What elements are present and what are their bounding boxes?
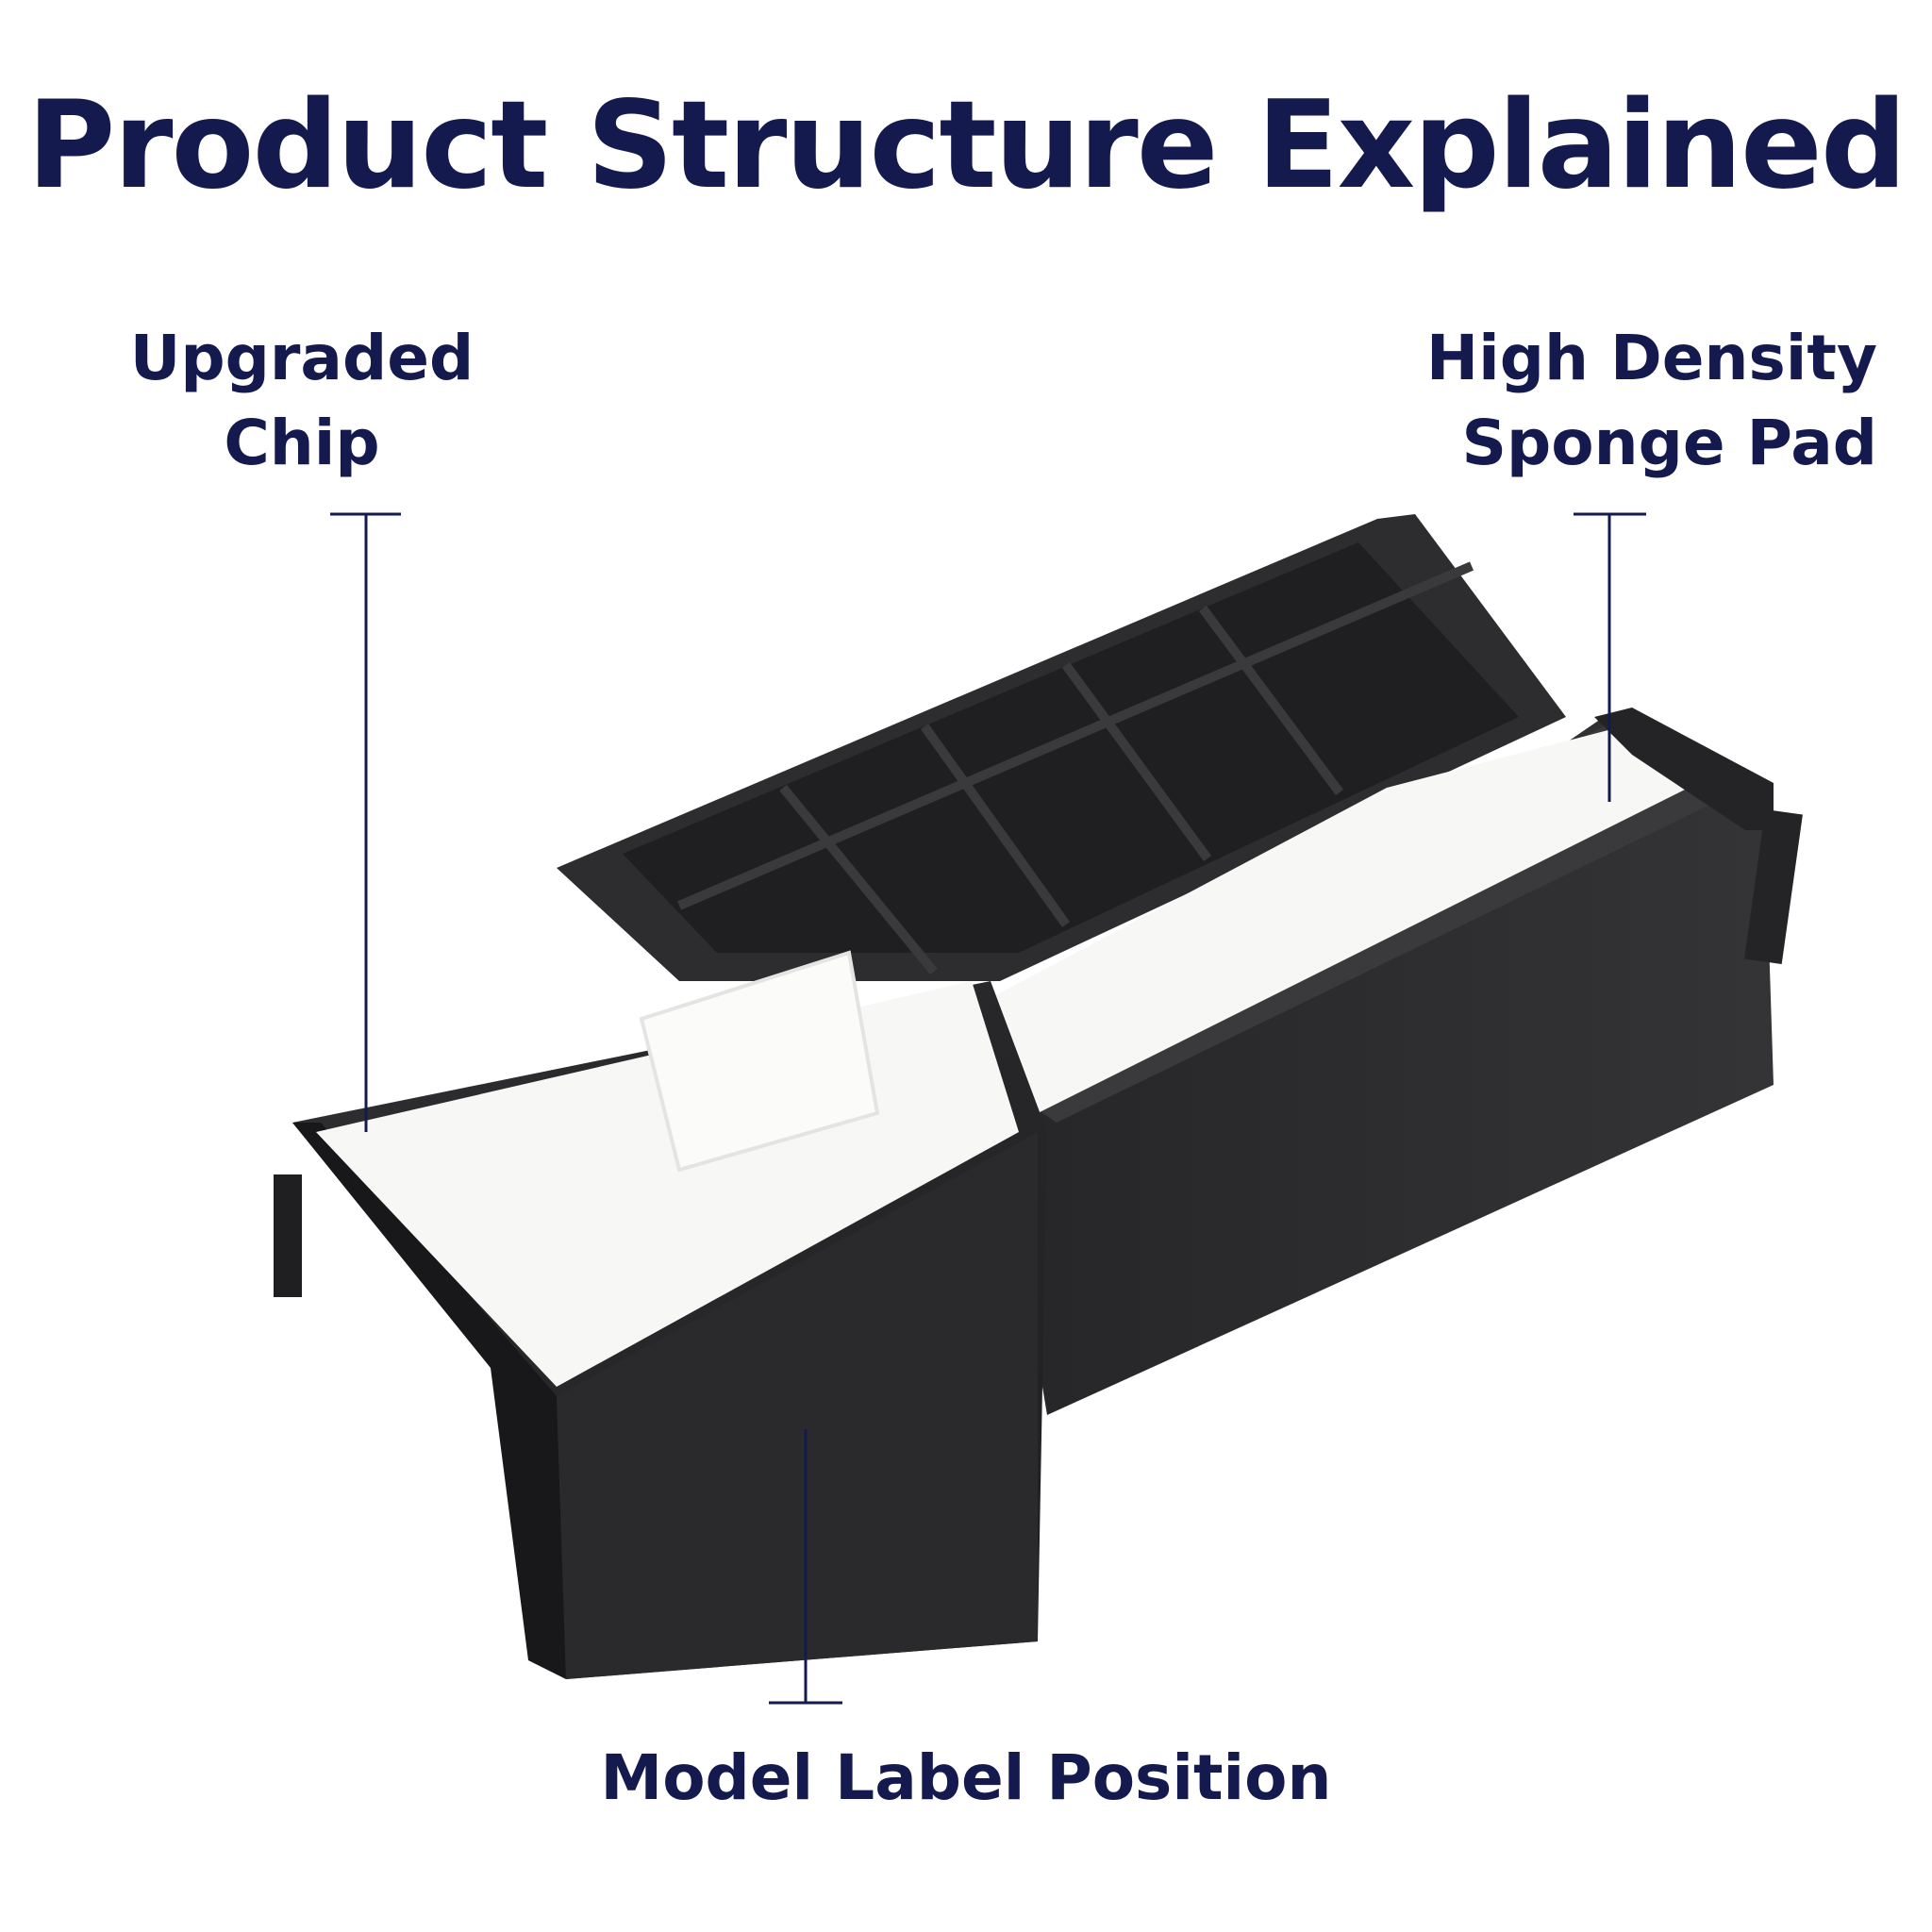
page-title: Product Structure Explained [26, 75, 1907, 216]
sponge-pad-line-1: High Density [1425, 322, 1877, 394]
side-clip [274, 1174, 302, 1297]
long-compartment [924, 708, 1803, 1415]
upgraded-chip-label: Upgraded Chip [113, 316, 491, 486]
upgraded-chip-line-1: Upgraded [129, 322, 475, 394]
leader-lines [330, 512, 1646, 1705]
sponge-pad-long [924, 726, 1698, 1113]
sponge-pad-label: High Density Sponge Pad [1387, 316, 1877, 486]
model-label-position-label: Model Label Position [600, 1741, 1332, 1814]
front-compartment [274, 950, 1047, 1679]
grid-lid [557, 514, 1566, 981]
sponge-pad-line-2: Sponge Pad [1461, 407, 1877, 479]
upgraded-chip-line-2: Chip [224, 407, 380, 479]
